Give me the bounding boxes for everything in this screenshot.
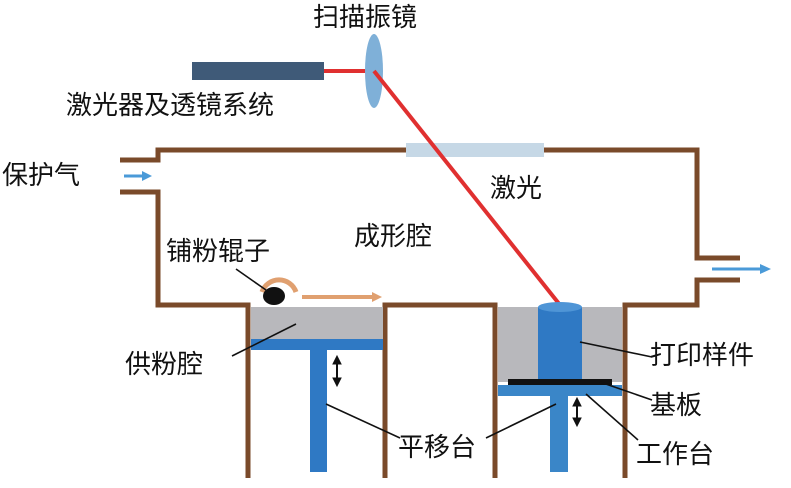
printed-part: [538, 302, 582, 379]
powder-chamber-label: 供粉腔: [125, 350, 204, 380]
powder-roller: [263, 287, 285, 305]
roller-label: 铺粉辊子: [166, 237, 271, 267]
gas-outlet-arrow: [712, 264, 771, 274]
laser-window: [406, 143, 544, 157]
build-updown-arrow: [572, 396, 582, 428]
scanner-label: 扫描振镜: [313, 3, 418, 33]
leader-printed-part: [579, 341, 653, 358]
laser-unit: [192, 62, 324, 80]
roller-motion-arc: [259, 277, 299, 294]
leader-substrate: [599, 381, 653, 401]
worktable-rod: [550, 396, 568, 472]
leader-worktable: [585, 393, 639, 441]
chamber-label: 成形腔: [354, 222, 433, 252]
chamber-middle-wall: [382, 302, 498, 478]
shield-gas-label: 保护气: [2, 161, 81, 191]
leader-lines: [231, 268, 653, 441]
laser-label: 激光: [490, 174, 543, 204]
roller-direction-arrow: [302, 292, 382, 302]
powder-supply-bed: [251, 307, 383, 339]
chamber-right-wall: [622, 277, 740, 478]
leader-powder-chamber: [231, 323, 297, 357]
chamber-walls: [120, 147, 740, 478]
substrate-plate: [508, 379, 612, 385]
substrate-label: 基板: [650, 391, 703, 421]
supply-updown-arrow: [332, 354, 342, 388]
chamber-left-wall: [120, 189, 251, 478]
supply-piston-plate: [251, 339, 383, 350]
laser-system-label: 激光器及透镜系统: [66, 91, 275, 121]
worktable-plate: [498, 385, 622, 396]
worktable-label: 工作台: [636, 440, 715, 470]
leader-platform-right: [485, 403, 557, 439]
leader-platform-left: [325, 403, 401, 439]
printed-part-label: 打印样件: [650, 341, 755, 371]
supply-piston-rod: [310, 350, 327, 472]
gas-inlet-arrow: [124, 171, 152, 181]
leader-roller: [235, 268, 267, 291]
platform-label: 平移台: [398, 433, 477, 463]
laser-beam-diagonal: [372, 69, 562, 307]
